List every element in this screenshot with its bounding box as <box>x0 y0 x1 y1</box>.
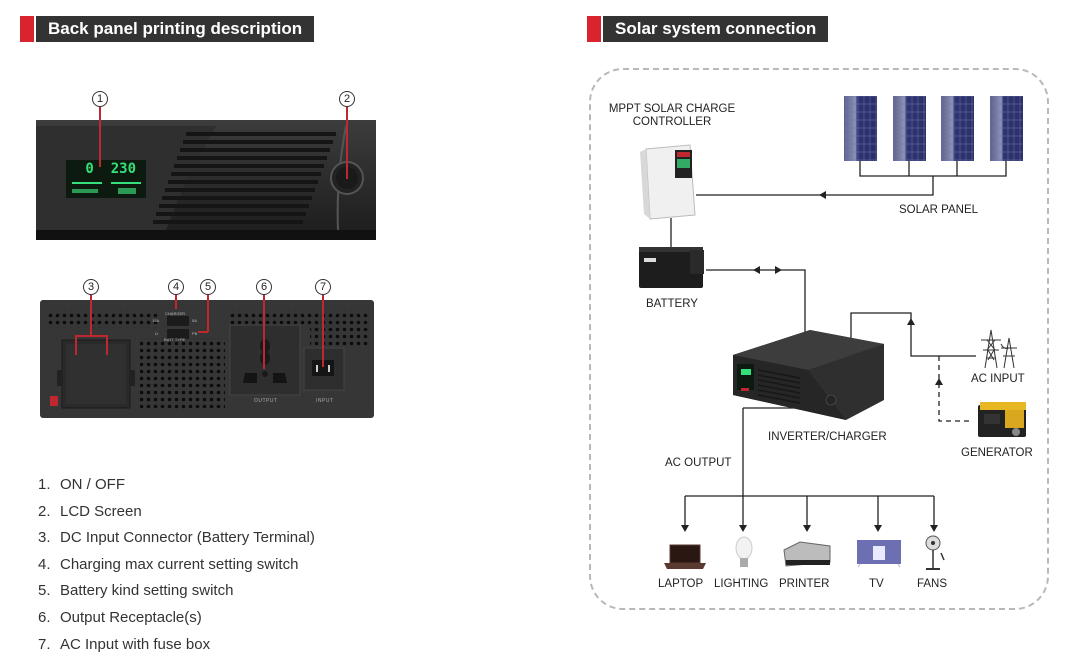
leader-line <box>75 335 108 337</box>
solar-panel <box>990 96 1023 161</box>
leader-line <box>322 295 324 367</box>
solar-panel <box>893 96 926 161</box>
switch-label-pb: PB <box>192 331 198 336</box>
marker-1: 1 <box>92 91 108 107</box>
fan-icon <box>925 535 945 570</box>
section-title: Solar system connection <box>603 16 829 42</box>
light-bulb-icon <box>735 536 753 567</box>
legend-item: 4.Charging max current setting switch <box>38 555 299 573</box>
marker-2: 2 <box>339 91 355 107</box>
label-ac-input: AC INPUT <box>971 373 1025 385</box>
load-label-fans: FANS <box>917 578 948 590</box>
solar-panel-array <box>844 96 1023 161</box>
leader-line <box>207 295 209 332</box>
load-label-lighting: LIGHTING <box>714 578 769 590</box>
inverter-icon <box>733 330 884 420</box>
header-accent <box>20 16 34 42</box>
leader-line <box>99 107 101 167</box>
laptop-icon <box>664 544 706 569</box>
leader-line <box>175 295 177 309</box>
tv-icon <box>857 540 901 568</box>
label-solar-panel: SOLAR PANEL <box>899 204 979 216</box>
marker-6: 6 <box>256 279 272 295</box>
leader-line <box>198 331 208 333</box>
input-label: INPUT <box>316 398 334 404</box>
output-label: OUTPUT <box>254 398 278 404</box>
section-header-solar-connection: Solar system connection <box>587 16 829 42</box>
section-title: Back panel printing description <box>36 16 315 42</box>
switch-label-5a: 5A <box>192 318 197 323</box>
switch-label-15a: 15A <box>152 318 160 323</box>
leader-line <box>263 295 265 369</box>
power-tower-icon <box>981 329 1017 369</box>
back-panel-image <box>40 300 374 418</box>
leader-line <box>346 107 348 179</box>
marker-7: 7 <box>315 279 331 295</box>
legend-item: 2.LCD Screen <box>38 502 142 520</box>
diagram-frame <box>589 68 1049 610</box>
switch-label-li: LI <box>155 331 159 336</box>
lcd-screen: 0 230 <box>66 160 146 198</box>
section-header-back-panel: Back panel printing description <box>20 16 315 42</box>
load-label-tv: TV <box>869 578 884 590</box>
label-mppt-controller: MPPT SOLAR CHARGE CONTROLLER <box>608 103 736 128</box>
load-label-laptop: LAPTOP <box>658 578 704 590</box>
switch-label-batt-type: BATT TYPE <box>164 337 186 342</box>
mppt-controller-icon <box>640 144 696 220</box>
legend-item: 7.AC Input with fuse box <box>38 635 211 653</box>
marker-3: 3 <box>83 279 99 295</box>
label-inverter-charger: INVERTER/CHARGER <box>768 431 887 443</box>
solar-panel <box>941 96 974 161</box>
legend-item: 6.Output Receptacle(s) <box>38 608 202 626</box>
lcd-readout: 0 230 <box>85 161 136 177</box>
load-label-printer: PRINTER <box>779 578 830 590</box>
marker-4: 4 <box>168 279 184 295</box>
legend-list: 1.ON / OFF 2.LCD Screen 3.DC Input Conne… <box>38 472 315 658</box>
label-battery: BATTERY <box>646 298 698 310</box>
leader-line <box>75 335 77 355</box>
legend-item: 1.ON / OFF <box>38 476 125 493</box>
battery-icon <box>639 247 704 288</box>
label-generator: GENERATOR <box>961 447 1033 459</box>
legend-item: 5.Battery kind setting switch <box>38 582 234 600</box>
header-accent <box>587 16 601 42</box>
legend-item: 3.DC Input Connector (Battery Terminal) <box>38 529 315 547</box>
generator-icon <box>978 402 1026 437</box>
label-ac-output: AC OUTPUT <box>665 457 732 469</box>
switch-label-charger: CHARGER <box>165 311 186 316</box>
printer-icon <box>783 541 831 567</box>
marker-5: 5 <box>200 279 216 295</box>
leader-line <box>90 295 92 335</box>
solar-panel <box>844 96 877 161</box>
leader-line <box>106 335 108 355</box>
